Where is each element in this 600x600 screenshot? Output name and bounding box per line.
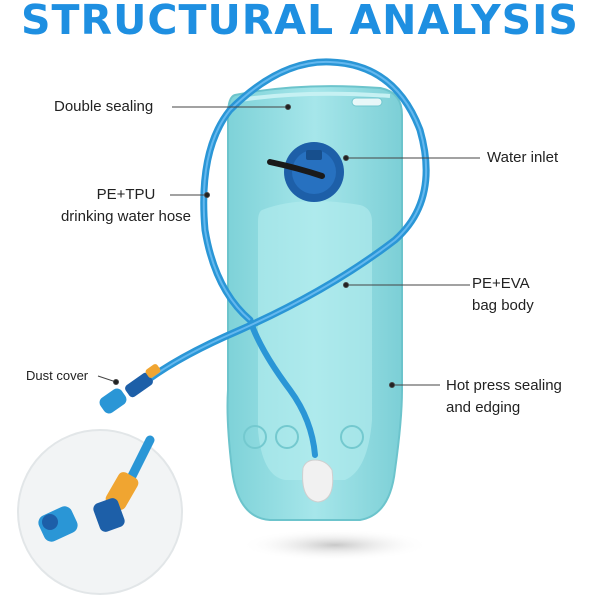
label-bag-body: PE+EVA bag body [472,273,534,317]
label-water-inlet: Water inlet [487,149,559,166]
inner-drink-tube [247,317,318,458]
bag-emboss-circle [243,425,267,449]
bite-valve-inset [17,429,183,595]
bite-valve-assembly [99,364,161,414]
bag-shadow [240,529,430,561]
cap-strap [267,159,325,179]
label-hot-press-line1: Hot press sealing [446,377,562,394]
label-hose-line2: drinking water hose [60,208,192,225]
label-hose: PE+TPU drinking water hose [60,184,192,228]
bag-emboss-circle [275,425,299,449]
label-hot-press-line2: and edging [446,399,521,416]
bag-emboss-circle [340,425,364,449]
hang-slot [351,97,383,107]
label-hot-press: Hot press sealing and edging [446,375,562,419]
label-hose-line1: PE+TPU [96,186,156,203]
double-sealing-edge [239,91,391,102]
page-title: STRUCTURAL ANALYSIS [21,0,579,44]
label-bag-body-line1: PE+EVA [472,275,530,292]
label-dust-cover: Dust cover [26,368,89,383]
label-double-sealing: Double sealing [54,98,154,115]
tube-filter-tip [302,459,334,503]
bag-inner-panel [258,201,372,480]
label-bag-body-line2: bag body [472,297,534,314]
leader-lines [97,104,480,388]
